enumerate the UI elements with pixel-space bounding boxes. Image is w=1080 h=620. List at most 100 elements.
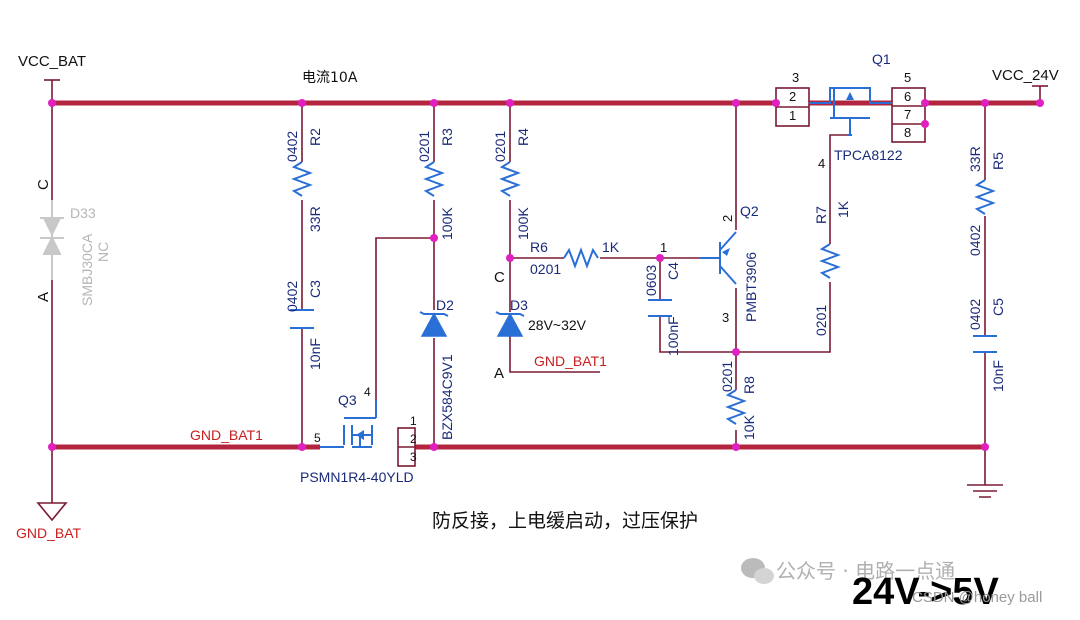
q1-pin5: 5 [904, 70, 911, 85]
resistor-r5-symbol [974, 179, 996, 215]
q2-pin2: 2 [720, 215, 735, 222]
r5-value: 33R [967, 146, 983, 172]
r3-ref: R3 [439, 128, 455, 146]
r5-pkg: 0402 [967, 225, 983, 256]
d2-ref: D2 [436, 297, 454, 313]
c5-value: 10nF [990, 360, 1006, 392]
r5-ref: R5 [990, 152, 1006, 170]
q1-ref: Q1 [872, 51, 891, 67]
resistor-r4-symbol [499, 161, 521, 197]
title-overlay: 24V->5V [852, 571, 999, 613]
c3-ref: C3 [307, 280, 323, 298]
d33-ref: D33 [70, 205, 96, 221]
q1-pin2: 2 [789, 89, 796, 104]
d3-ref: D3 [510, 297, 528, 313]
q2-ref: Q2 [740, 203, 759, 219]
c4-wire [659, 258, 736, 353]
capacitor-c5-symbol [973, 335, 997, 353]
r2-ref: R2 [307, 128, 323, 146]
d33-nc: NC [95, 242, 111, 262]
q1-part: TPCA8122 [834, 147, 903, 163]
caption: 防反接，上电缓启动，过压保护 [432, 510, 698, 532]
gnd-bat1-d3-label: GND_BAT1 [534, 353, 607, 369]
gnd-bat-label: GND_BAT [16, 525, 82, 541]
r2-pkg: 0402 [284, 131, 300, 162]
q1-pin8: 8 [904, 125, 911, 140]
q1-left-pin-divider [776, 106, 809, 108]
q1-pin6: 6 [904, 89, 911, 104]
c4-value: 100nF [665, 316, 681, 356]
r7-ref: R7 [813, 206, 829, 224]
r3-value: 100K [439, 207, 455, 240]
transistor-q2-symbol [700, 231, 737, 285]
r6-pkg: 0201 [530, 261, 561, 277]
csdn-watermark: CSDN @honey ball [912, 589, 1042, 606]
zener-d3-symbol [495, 311, 525, 337]
r4-value: 100K [515, 207, 531, 240]
junction-dots [48, 99, 1044, 451]
current-annotation: 电流10A [302, 70, 358, 86]
wechat-watermark: 公众号 · 电路一点通 [776, 559, 955, 583]
d3-range: 28V~32V [528, 317, 587, 333]
d3-pin-c: C [494, 269, 505, 286]
q1-pin4: 4 [818, 156, 825, 171]
r7-wire [736, 134, 848, 353]
q1-right-pin-divider [892, 105, 925, 125]
capacitor-c3-symbol [290, 309, 314, 329]
q3-part: PSMN1R4-40YLD [300, 469, 414, 485]
tvs-diode-d33-symbol [40, 200, 64, 280]
d33-pin-c: C [35, 179, 52, 190]
c4-pkg: 0603 [643, 265, 659, 296]
resistor-r6-symbol [563, 247, 599, 269]
q2-part: PMBT3906 [743, 252, 759, 322]
resistor-r2-symbol [291, 161, 313, 197]
q3-pin2: 2 [410, 432, 417, 446]
r8-value: 10K [741, 414, 757, 440]
q3-pin4: 4 [364, 385, 371, 399]
r7-value: 1K [835, 200, 851, 218]
capacitor-c4-symbol [648, 299, 672, 317]
r7-pkg: 0201 [813, 305, 829, 336]
c5-pkg: 0402 [967, 299, 983, 330]
resistor-r3-symbol [423, 161, 445, 197]
c3-value: 10nF [307, 338, 323, 370]
q1-pin3: 3 [792, 70, 799, 85]
r2-value: 33R [307, 206, 323, 232]
q1-pin7: 7 [904, 107, 911, 122]
r3-pkg: 0201 [416, 131, 432, 162]
c4-ref: C4 [665, 262, 681, 280]
mosfet-q1-symbol [809, 87, 892, 136]
c3-pkg: 0402 [284, 281, 300, 312]
d33-pin-a: A [35, 292, 52, 302]
q1-right-pin-box [891, 87, 926, 143]
resistor-r7-symbol [819, 243, 841, 279]
d2-part: BZX584C9V1 [439, 354, 455, 440]
gnd-bat-symbol [36, 502, 68, 522]
output-ground-symbol [967, 484, 1003, 498]
r6-value: 1K [602, 239, 620, 255]
r8-pkg: 0201 [719, 361, 735, 392]
zener-d2-symbol [419, 311, 449, 337]
r4-pkg: 0201 [492, 131, 508, 162]
d3-pin-a: A [494, 365, 504, 382]
gnd-bat1-rail-label: GND_BAT1 [190, 427, 263, 443]
q3-ref: Q3 [338, 392, 357, 408]
vcc-bat-label: VCC_BAT [18, 53, 86, 70]
r6-pin1: 1 [660, 240, 667, 255]
q3-pin1: 1 [410, 414, 417, 428]
r8-ref: R8 [741, 376, 757, 394]
c5-ref: C5 [990, 298, 1006, 316]
mosfet-q3-symbol [320, 400, 377, 448]
vcc-24v-label: VCC_24V [992, 67, 1059, 84]
r6-ref: R6 [530, 239, 548, 255]
q1-pin1: 1 [789, 108, 796, 123]
resistor-r8-symbol [725, 389, 747, 425]
d33-part: SMBJ30CA [79, 233, 95, 306]
q3-pin5: 5 [314, 431, 321, 445]
r4-ref: R4 [515, 128, 531, 146]
q2-pin3: 3 [722, 310, 729, 325]
wechat-icon [741, 558, 774, 584]
q3-pin3: 3 [410, 450, 417, 464]
